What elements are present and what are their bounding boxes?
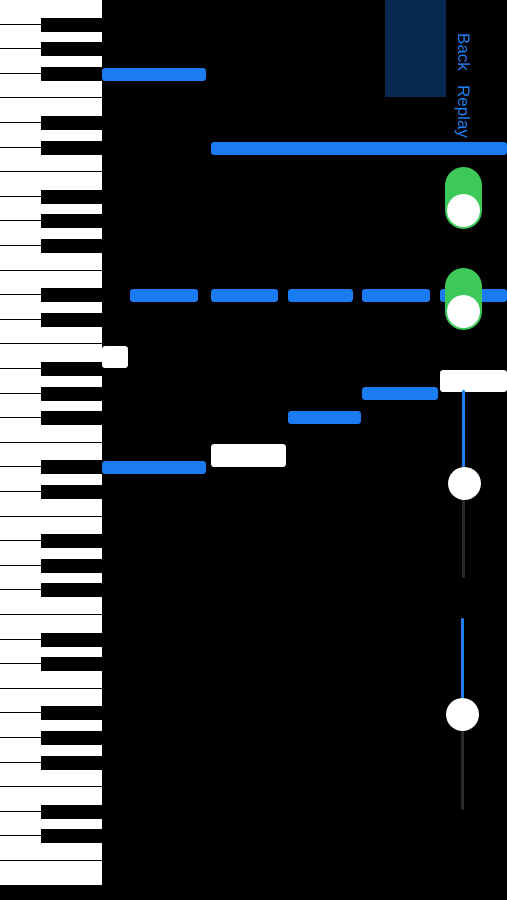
back-button[interactable]: Back — [454, 33, 473, 71]
black-key[interactable] — [41, 706, 102, 721]
toggle-switch-2[interactable] — [445, 268, 482, 330]
note — [362, 387, 438, 400]
slider-thumb[interactable] — [446, 698, 479, 731]
note — [211, 142, 507, 155]
black-key[interactable] — [41, 755, 102, 770]
black-key[interactable] — [41, 17, 102, 32]
toggle-knob — [447, 295, 480, 328]
black-key[interactable] — [41, 140, 102, 155]
black-key[interactable] — [41, 583, 102, 598]
black-key[interactable] — [41, 66, 102, 81]
black-key[interactable] — [41, 362, 102, 376]
black-key[interactable] — [41, 386, 102, 401]
black-key[interactable] — [41, 485, 102, 499]
black-key[interactable] — [41, 657, 102, 672]
note-active — [102, 346, 128, 368]
black-key[interactable] — [41, 731, 102, 745]
toggle-switch-1[interactable] — [445, 167, 482, 229]
note — [362, 289, 430, 302]
slider-track-empty — [462, 484, 465, 578]
piano-keyboard[interactable] — [0, 0, 102, 886]
replay-button[interactable]: Replay — [454, 85, 473, 138]
slider-track-empty — [461, 715, 464, 810]
black-key[interactable] — [41, 189, 102, 204]
black-key[interactable] — [41, 288, 102, 303]
black-key[interactable] — [41, 312, 102, 327]
black-key[interactable] — [41, 116, 102, 130]
white-key[interactable] — [0, 861, 102, 886]
note — [102, 461, 206, 474]
note — [102, 68, 206, 81]
black-key[interactable] — [41, 411, 102, 426]
slider-track-filled — [462, 390, 465, 484]
black-key[interactable] — [41, 829, 102, 844]
note — [288, 289, 353, 302]
black-key[interactable] — [41, 460, 102, 475]
note — [130, 289, 198, 302]
note — [288, 411, 361, 424]
black-key[interactable] — [41, 534, 102, 549]
note-active — [440, 370, 507, 392]
black-key[interactable] — [41, 632, 102, 647]
black-key[interactable] — [41, 558, 102, 573]
black-key[interactable] — [41, 239, 102, 253]
toggle-knob — [447, 194, 480, 227]
black-key[interactable] — [41, 42, 102, 57]
black-key[interactable] — [41, 804, 102, 819]
note-active — [211, 444, 286, 467]
note — [211, 289, 278, 302]
slider-thumb[interactable] — [448, 467, 481, 500]
black-key[interactable] — [41, 214, 102, 229]
slider-track-filled — [461, 618, 464, 715]
control-panel-background — [385, 0, 446, 97]
